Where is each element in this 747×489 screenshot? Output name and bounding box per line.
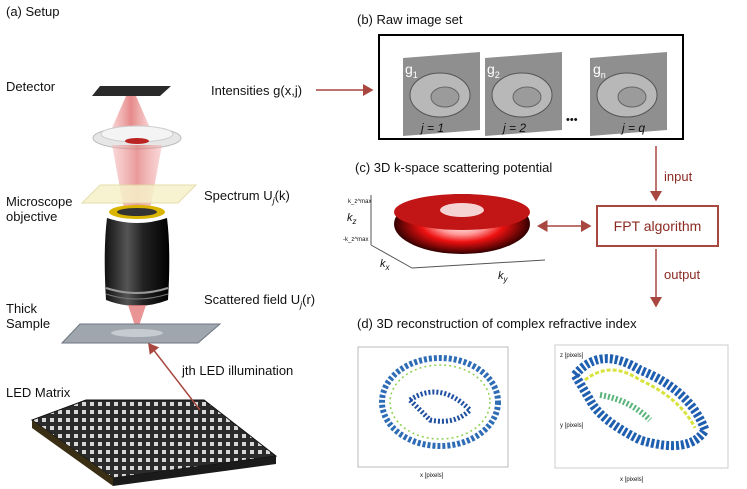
intensities-label: Intensities g(x,j) <box>211 83 303 98</box>
output-label: output <box>664 267 701 282</box>
kz-tick-top: k_z^max <box>348 199 372 205</box>
ky-axis-label: ky <box>498 270 508 285</box>
raw-frame-1 <box>403 52 480 136</box>
raw-frame-q <box>590 52 667 136</box>
detector-plate <box>92 86 171 96</box>
beam-top <box>112 96 150 128</box>
right-recon-zlabel: z [pixels] <box>560 353 584 359</box>
objective-barrel <box>104 218 170 306</box>
reconstruction-title: (d) 3D reconstruction of complex refract… <box>357 316 637 331</box>
frameq-label: j = q <box>622 121 646 135</box>
right-recon-ylabel: y [pixels] <box>560 423 584 429</box>
left-recon-xlabel: x [pixels] <box>420 473 444 479</box>
led-illumination-label: jth LED illumination <box>182 363 294 378</box>
objective-label: Microscope objective <box>6 194 73 224</box>
fpt-algorithm-box: FPT algorithm <box>596 205 719 247</box>
kspace-axes <box>370 195 546 269</box>
right-recon-xlabel: x [pixels] <box>620 477 644 483</box>
input-label: input <box>664 169 693 184</box>
illumination-arrow <box>148 342 201 411</box>
led-matrix-label: LED Matrix <box>6 385 71 400</box>
kspace-title: (c) 3D k-space scattering potential <box>355 160 553 175</box>
spectrum-plane <box>80 184 198 204</box>
reconstruction-left <box>357 346 509 468</box>
scattered-field-label: Scattered field Uj(r) <box>204 292 316 310</box>
frameq-g: gn <box>593 61 606 80</box>
kx-axis-label: kx <box>380 258 390 273</box>
frames-ellipsis: ••• <box>566 114 578 126</box>
kspace-donut-hole <box>440 203 484 217</box>
frame2-label: j = 2 <box>503 121 527 135</box>
reconstruction-right <box>554 344 729 469</box>
frame1-g: g1 <box>405 61 418 80</box>
spectrum-label: Spectrum Uj(k) <box>204 188 290 206</box>
kz-tick-bottom: -k_z^max <box>343 237 369 243</box>
raw-image-title: (b) Raw image set <box>357 12 463 27</box>
kz-axis-label: kz <box>347 212 357 227</box>
frame1-label: j = 1 <box>421 121 445 135</box>
raw-frame-2 <box>485 52 562 136</box>
frame2-g: g2 <box>487 61 500 80</box>
sample-label: Thick Sample <box>6 301 51 331</box>
setup-title: (a) Setup <box>6 4 60 19</box>
detector-label: Detector <box>6 79 56 94</box>
